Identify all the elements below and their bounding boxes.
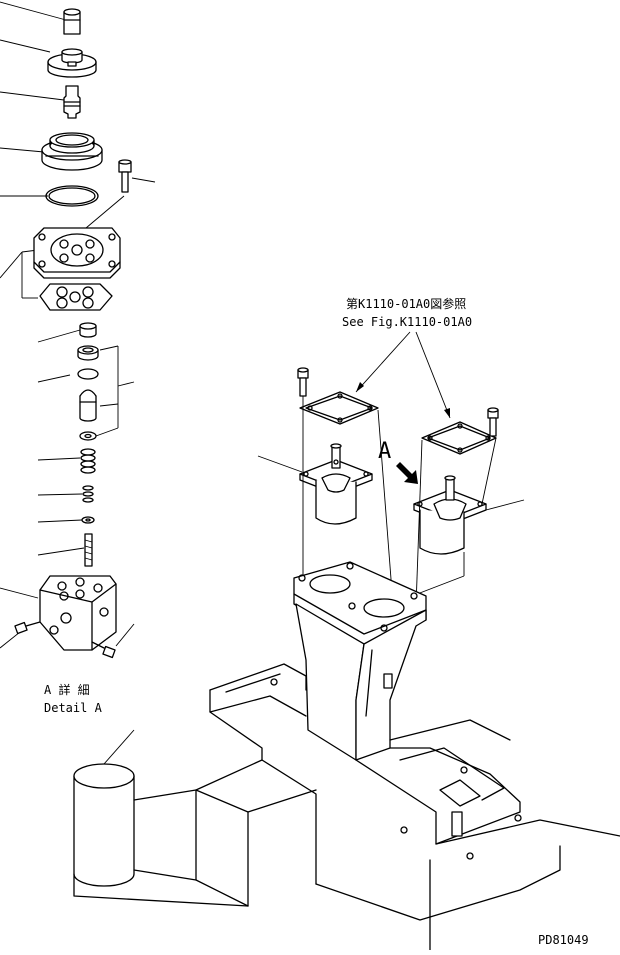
detail-label-jp: A 詳 細 (44, 682, 90, 697)
washer-part (79, 431, 97, 441)
reference-label-jp: 第K1110-01A0図参照 (346, 296, 466, 311)
hex-nut-part (79, 322, 97, 338)
assembly-lines (302, 396, 497, 607)
reference-label-en: See Fig.K1110-01A0 (342, 315, 472, 329)
right-bolt (487, 407, 499, 437)
screw-left (14, 621, 41, 635)
mounting-bolt (85, 159, 156, 229)
right-pilot-valve-lever (413, 475, 525, 555)
bracket-leader (95, 345, 135, 437)
floor-frame (195, 663, 620, 951)
right-gasket (421, 421, 497, 455)
drawing-number: PD81049 (538, 933, 589, 947)
valve-stem-part (63, 85, 81, 119)
spring-part (80, 448, 96, 474)
valve-body-part (39, 575, 117, 651)
view-letter: A (378, 439, 391, 464)
threaded-ring-part (41, 132, 103, 171)
exploded-detail-a: A 詳 細 Detail A (0, 1, 156, 715)
view-arrow-a: A (378, 439, 418, 484)
gasket-part (39, 283, 113, 311)
piston-part (79, 389, 97, 422)
small-spring-part (82, 485, 94, 503)
left-gasket (299, 391, 379, 425)
screw-right (91, 623, 135, 659)
console-tower (293, 561, 427, 761)
seal-part (77, 345, 99, 361)
left-bolt (297, 367, 309, 397)
left-leader-lines (0, 1, 85, 649)
detail-label-en: Detail A (44, 701, 103, 715)
plug-part (63, 8, 81, 35)
disc-part (47, 48, 97, 78)
left-pilot-valve-lever (257, 443, 373, 525)
o-ring-part (45, 185, 99, 207)
small-ring-part (77, 368, 99, 380)
cylinder-column (73, 729, 249, 907)
threaded-rod-part (84, 533, 93, 567)
small-washer-part (81, 516, 95, 524)
flange-plate-part (33, 227, 121, 279)
reference-callout: 第K1110-01A0図参照 See Fig.K1110-01A0 (342, 296, 472, 419)
